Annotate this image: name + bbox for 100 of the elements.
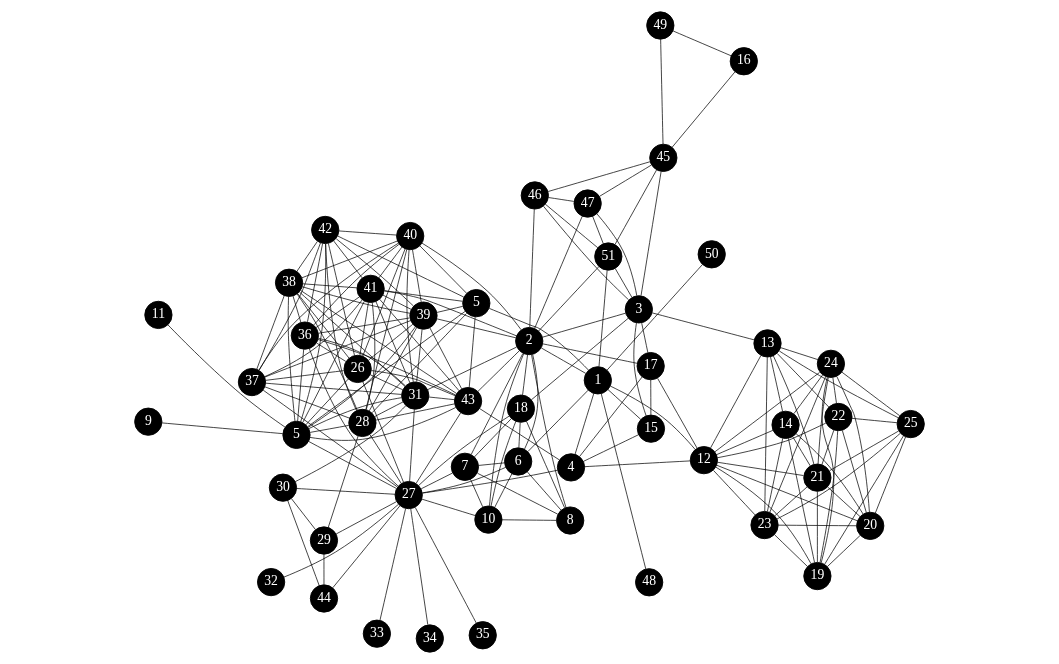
node-circle: 41: [356, 274, 385, 303]
connector: [301, 240, 398, 279]
connector: [583, 434, 639, 462]
connector: [489, 308, 589, 371]
connector: [167, 324, 286, 428]
connector: [283, 504, 399, 578]
connector: [316, 342, 347, 362]
connector: [477, 350, 520, 392]
node-circle: 11: [144, 300, 173, 329]
connector: [369, 434, 402, 484]
node-circle: 15: [636, 414, 666, 443]
connector: [300, 290, 457, 394]
connector: [527, 389, 589, 452]
node-circle: 28: [348, 408, 377, 438]
connector: [308, 397, 402, 429]
node-circle: 24: [816, 349, 846, 378]
node-circle: 40: [396, 221, 425, 251]
connector: [490, 421, 517, 507]
connector: [522, 354, 528, 396]
connector: [824, 435, 904, 565]
node-circle: 8: [556, 506, 585, 535]
connector: [375, 403, 456, 421]
connector: [296, 241, 318, 272]
connector: [827, 486, 861, 517]
connector: [318, 317, 411, 334]
connector: [315, 296, 360, 329]
node-circle: 18: [506, 394, 535, 423]
connector: [429, 327, 463, 390]
connector: [778, 350, 899, 419]
connector: [309, 425, 350, 433]
connector: [660, 38, 664, 145]
connector: [265, 370, 345, 381]
connector: [287, 500, 320, 586]
connector: [323, 553, 325, 585]
connector: [365, 249, 408, 410]
connector: [641, 322, 649, 354]
connector: [292, 295, 302, 323]
connector: [421, 498, 476, 516]
connector: [436, 318, 517, 339]
connector: [542, 312, 626, 338]
connector: [717, 461, 804, 476]
connector: [265, 382, 402, 395]
connector: [600, 393, 647, 570]
connector: [418, 415, 510, 486]
node-circle: 33: [362, 619, 391, 648]
connector: [715, 466, 812, 565]
connector: [307, 310, 466, 427]
connector: [826, 535, 861, 567]
connector: [770, 356, 783, 412]
connector: [421, 469, 558, 494]
connector: [478, 462, 505, 466]
connector: [161, 422, 284, 435]
connector: [256, 295, 285, 370]
connector: [300, 243, 327, 423]
connector: [468, 316, 476, 388]
node-circle: 29: [309, 526, 339, 555]
connector: [817, 491, 818, 563]
connector: [375, 301, 411, 384]
node-circle: 27: [394, 480, 423, 510]
connector: [529, 208, 535, 328]
connector: [305, 378, 349, 426]
connector: [479, 408, 560, 461]
node-circle: 44: [309, 584, 339, 613]
connector: [764, 356, 768, 512]
connector: [374, 401, 404, 417]
connector: [792, 436, 811, 467]
node-circle: 34: [415, 624, 444, 653]
node-circle: 51: [594, 242, 623, 271]
connector: [317, 339, 457, 396]
connector: [494, 473, 513, 508]
connector: [301, 286, 411, 314]
node-circle: 35: [468, 621, 497, 650]
node-circle: 39: [409, 301, 438, 330]
connector: [574, 393, 595, 455]
connector: [327, 242, 355, 356]
connector: [501, 519, 557, 521]
node-circle: 31: [401, 381, 430, 410]
node-circle: 6: [504, 447, 533, 476]
node-circle: 43: [453, 387, 483, 416]
connector: [633, 322, 647, 417]
connector: [368, 323, 414, 361]
node-circle: 22: [824, 402, 853, 432]
connector: [489, 353, 525, 507]
connector: [371, 312, 467, 414]
connector: [368, 327, 418, 412]
connector: [384, 290, 463, 302]
connector: [410, 508, 429, 625]
connector: [325, 243, 357, 411]
node-circle: 20: [856, 511, 885, 540]
connector: [526, 471, 562, 511]
node-circle: 37: [237, 367, 267, 397]
connector: [365, 302, 376, 411]
connector: [436, 305, 464, 313]
connector: [337, 235, 465, 298]
connector: [657, 377, 698, 449]
connector: [477, 472, 559, 515]
connector: [672, 30, 732, 57]
node-circle: 50: [697, 240, 726, 269]
connector: [778, 524, 857, 527]
connector: [767, 438, 784, 512]
